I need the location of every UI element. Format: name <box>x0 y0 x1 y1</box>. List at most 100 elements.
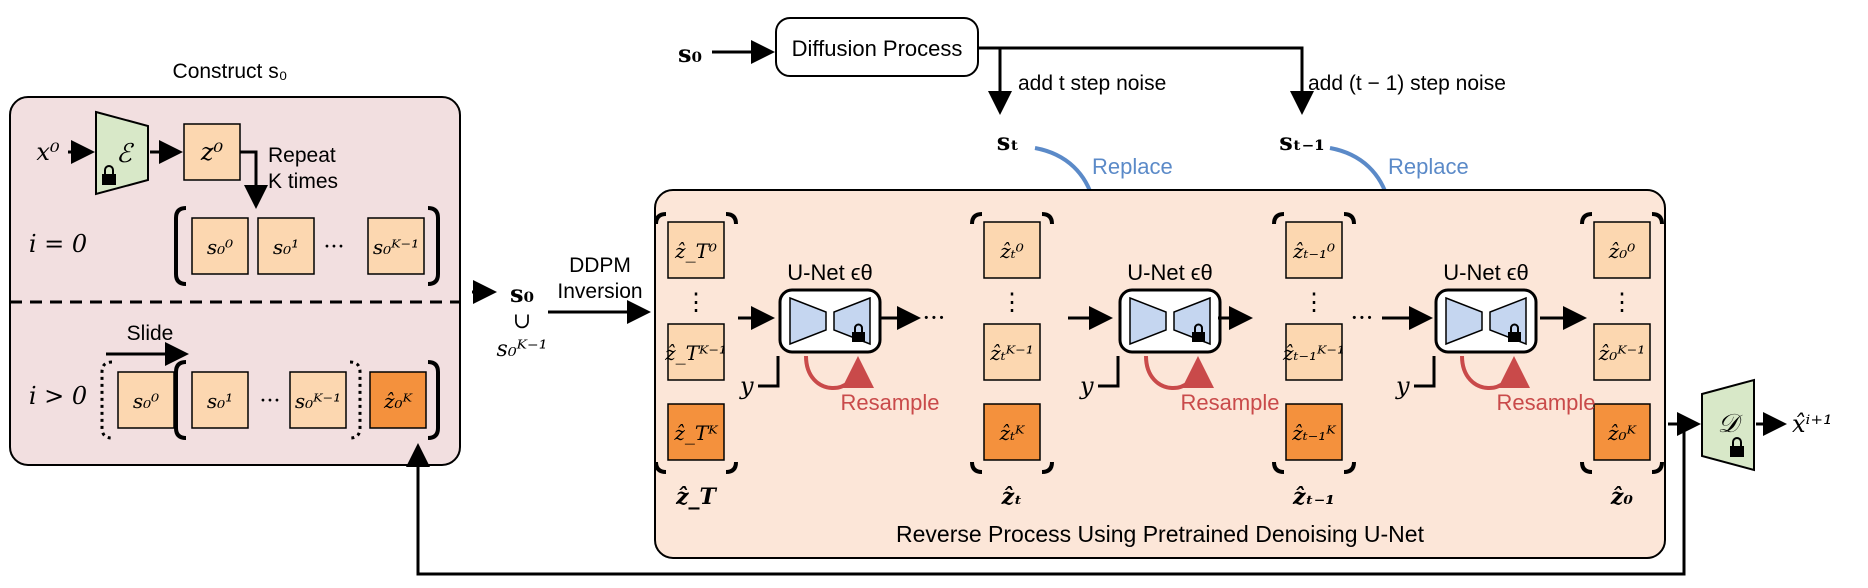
noisy-s-t-1: sₜ₋₁ <box>1279 127 1325 156</box>
stack-1-label: ẑₜ <box>1001 484 1023 510</box>
latent-z0 <box>183 123 241 181</box>
stack-0-bottom <box>667 403 725 461</box>
unet-1-resample-label: Resample <box>1180 390 1279 415</box>
unet-2-resample-arrow <box>1460 355 1530 390</box>
construct-title: Construct s₀ <box>173 60 288 83</box>
stack-1-top-label: ẑₜ⁰ <box>999 239 1024 263</box>
dotted-bracket-left <box>100 360 113 440</box>
dotted-bracket-right <box>349 360 362 440</box>
stack-1-bracket-top <box>970 212 1054 225</box>
stack-1-mid-label: ẑₜᴷ⁻¹ <box>989 341 1033 365</box>
stack-0-top <box>667 221 725 279</box>
row-i1-label: i > 0 <box>29 382 87 410</box>
stack-3-vdots: ⋮ <box>1610 288 1634 316</box>
stack-3-bottom <box>1593 403 1651 461</box>
stack-1-top <box>983 221 1041 279</box>
stack-3-label: ẑ₀ <box>1610 484 1633 510</box>
unet-0-condition-y: y <box>739 372 754 400</box>
repeat-label: Repeat <box>268 144 336 167</box>
stack-0-bracket-top <box>654 212 738 225</box>
stack-3-bracket-bottom <box>1580 461 1664 474</box>
noisy-s-t: sₜ <box>997 127 1019 156</box>
unet-1-encoder-half <box>1129 296 1167 346</box>
row-i1-cell-3 <box>289 371 347 429</box>
stack-2-bracket-top <box>1272 212 1356 225</box>
arrow-repeat <box>240 150 268 209</box>
arrow-noise-t <box>978 46 1012 115</box>
lock-icon <box>1508 323 1521 342</box>
unet-2-encoder-half <box>1445 296 1483 346</box>
stack-0-top-label: ẑ_T⁰ <box>674 239 717 263</box>
reverse-caption: Reverse Process Using Pretrained Denoisi… <box>896 521 1425 547</box>
unet-0-condition-arrow <box>758 356 780 388</box>
repeat-k-label: K times <box>268 170 338 193</box>
row-i1-cell-1 <box>191 371 249 429</box>
stack-3-top-label: ẑ₀⁰ <box>1608 239 1636 263</box>
unet-2-label: U-Net ϵθ <box>1443 260 1529 285</box>
unet-1-label: U-Net ϵθ <box>1127 260 1213 285</box>
input-x0: x⁰ <box>36 138 60 166</box>
stack-0-mid <box>667 323 725 381</box>
stack-2-top <box>1285 221 1343 279</box>
stack-3-mid-label: ẑ₀ᴷ⁻¹ <box>1598 341 1646 365</box>
reverse-panel <box>654 189 1666 559</box>
stack-2-bottom <box>1285 403 1343 461</box>
diffusion-input-s0: s₀ <box>678 39 702 68</box>
unet-1-condition-y: y <box>1079 372 1094 400</box>
stack-2-top-label: ẑₜ₋₁⁰ <box>1292 239 1335 263</box>
unet-0-resample-label: Resample <box>840 390 939 415</box>
unet-2-condition-y: y <box>1395 372 1410 400</box>
lock-icon <box>852 323 865 342</box>
unet-2-resample-label: Resample <box>1496 390 1595 415</box>
encoder-symbol: ℰ <box>116 139 134 169</box>
row-i1-cell-4-label: ẑ₀ᴷ <box>383 389 414 413</box>
row-i0-cell-1 <box>257 217 315 275</box>
stack-0-label: ẑ_T <box>675 484 717 510</box>
stack-3-top <box>1593 221 1651 279</box>
feedback-arrow <box>406 424 1686 576</box>
unet-1-condition-arrow <box>1098 356 1120 388</box>
row-i0-cell-3-label: s₀ᴷ⁻¹ <box>373 235 419 259</box>
row-i1-cell-0-label: s₀⁰ <box>133 389 159 413</box>
row-i1-cell-0 <box>117 371 175 429</box>
lock-icon <box>1192 323 1205 342</box>
stack-0-bracket-bottom <box>654 461 738 474</box>
stack-1-vdots: ⋮ <box>1000 288 1024 316</box>
stack-3-bottom-label: ẑ₀ᴷ <box>1607 421 1638 445</box>
encoder-block <box>95 110 149 196</box>
arrow-noise-t-1 <box>1000 46 1314 115</box>
stack-0-bottom-label: ẑ_Tᴷ <box>673 421 719 445</box>
stack-0-vdots: ⋮ <box>684 288 708 316</box>
inversion-label: Inversion <box>557 280 642 303</box>
stack-2-mid-label: ẑₜ₋₁ᴷ⁻¹ <box>1282 341 1345 365</box>
stack-0-mid-label: ẑ_Tᴷ⁻¹ <box>664 341 727 365</box>
stack-1-bottom <box>983 403 1041 461</box>
row-i0-ellipsis: ··· <box>324 235 345 260</box>
middle-union: ∪ <box>513 309 531 334</box>
unet-2-condition-arrow <box>1414 356 1436 388</box>
diffusion-process-label: Diffusion Process <box>792 36 963 61</box>
latent-z0-label: z⁰ <box>200 138 224 166</box>
replace-label-1: Replace <box>1092 154 1173 179</box>
stack-2-bottom-label: ẑₜ₋₁ᴷ <box>1291 421 1337 445</box>
unet-0-encoder-half <box>789 296 827 346</box>
row-i0-cell-3 <box>367 217 425 275</box>
unet-0-resample-arrow <box>804 355 874 390</box>
row-i1-ellipsis: ··· <box>260 389 281 414</box>
stack-3-mid <box>1593 323 1651 381</box>
latent-stacks: ẑ_T⁰⋮ẑ_Tᴷ⁻¹ẑ_Tᴷẑ_Tẑₜ⁰⋮ẑₜᴷ⁻¹ẑₜᴷẑₜẑₜ₋₁⁰⋮ẑₜ… <box>654 212 1664 510</box>
row-i0-cell-0-label: s₀⁰ <box>207 235 233 259</box>
bracket-right-i0 <box>427 206 440 286</box>
row-i1-cell-1-label: s₀¹ <box>207 389 233 413</box>
stack-1-bracket-bottom <box>970 461 1054 474</box>
slide-label: Slide <box>127 322 174 345</box>
add-t-noise-label: add t step noise <box>1018 72 1166 95</box>
stack-2-label: ẑₜ₋₁ <box>1292 484 1335 510</box>
stack-1-mid <box>983 323 1041 381</box>
unet-0-label: U-Net ϵθ <box>787 260 873 285</box>
add-t-1-noise-label: add (t − 1) step noise <box>1308 72 1506 95</box>
unet-blocks: U-Net ϵθ Resample y U-Net ϵθ Resample y U-Net … <box>739 260 1596 415</box>
